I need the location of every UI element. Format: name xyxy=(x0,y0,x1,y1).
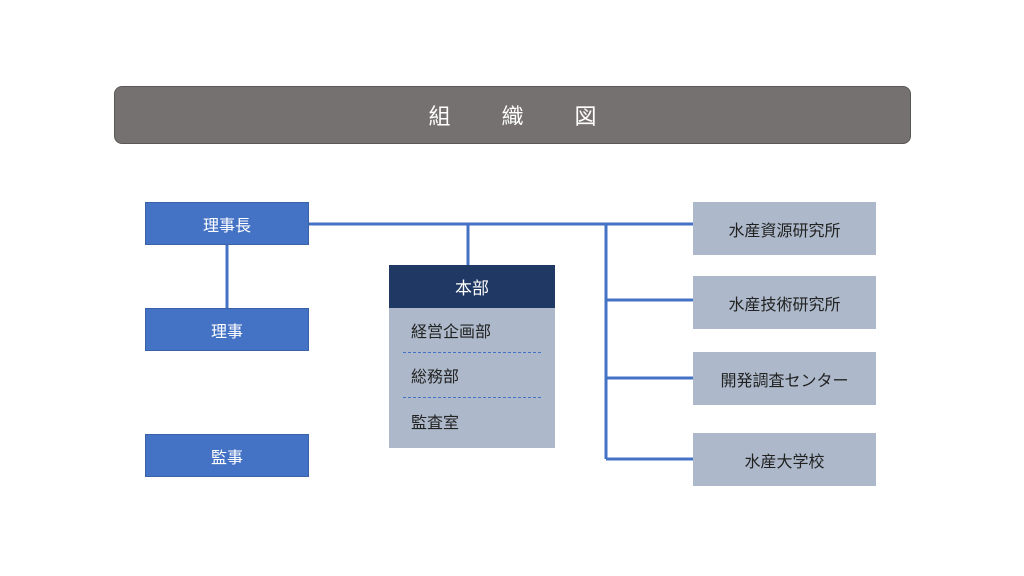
institution-box: 水産大学校 xyxy=(693,433,876,486)
headquarters-header: 本部 xyxy=(389,265,555,308)
department-item: 総務部 xyxy=(403,353,541,398)
auditor-box: 監事 xyxy=(145,434,309,477)
chairman-box: 理事長 xyxy=(145,202,309,245)
department-item: 監査室 xyxy=(411,412,460,432)
headquarters-panel: 本部 経営企画部 総務部 監査室 xyxy=(389,265,555,448)
chart-title: 組 織 図 xyxy=(114,86,911,144)
institution-box: 開発調査センター xyxy=(693,352,876,405)
department-item: 経営企画部 xyxy=(403,308,541,353)
institution-box: 水産資源研究所 xyxy=(693,202,876,255)
director-box: 理事 xyxy=(145,308,309,351)
institution-box: 水産技術研究所 xyxy=(693,276,876,329)
